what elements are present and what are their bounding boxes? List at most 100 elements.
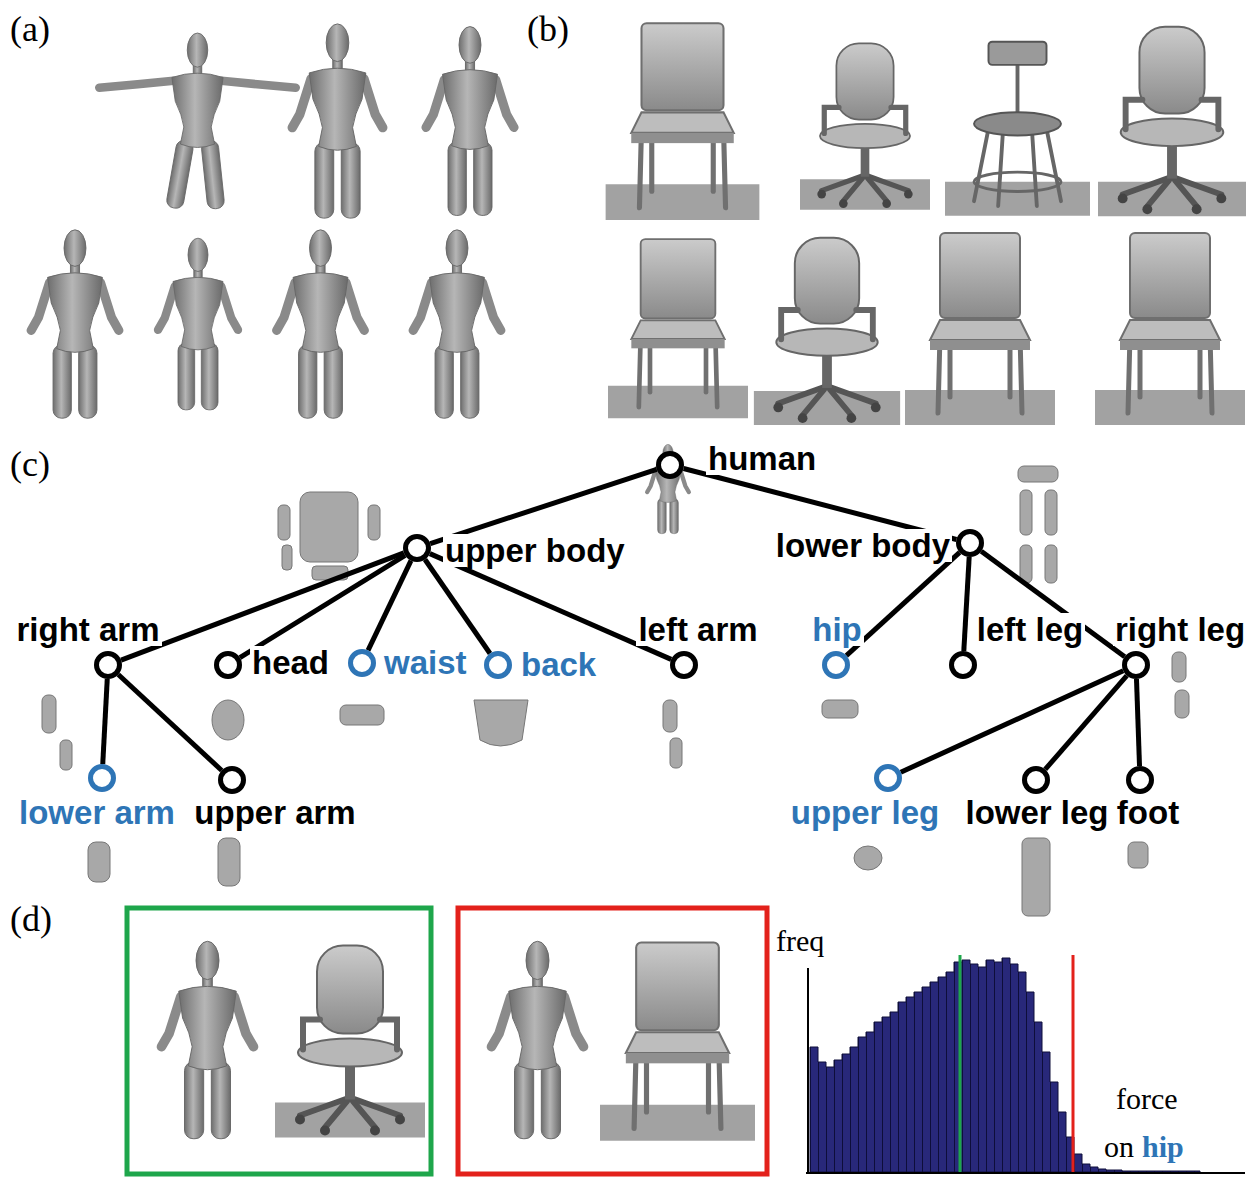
tree-edge	[118, 675, 221, 771]
good-pair-frame	[127, 908, 431, 1174]
tree-node: left leg	[949, 651, 977, 679]
tree-edge	[240, 555, 405, 657]
left-arm-part	[663, 700, 677, 732]
hip-part	[822, 700, 858, 718]
mannequin	[162, 941, 254, 1138]
node-label: upper body	[443, 534, 627, 567]
tree-node: lower arm	[88, 764, 116, 792]
tree-node: lower leg	[1022, 766, 1050, 794]
tree-node: human	[656, 451, 684, 479]
node-label: lower leg	[963, 796, 1110, 829]
mannequin	[492, 941, 584, 1138]
upper-arm-part	[218, 838, 240, 886]
node-label: upper arm	[192, 796, 357, 829]
node-label: upper leg	[789, 796, 942, 829]
tree-edge	[368, 561, 411, 651]
bad-marker-line	[1072, 955, 1075, 1172]
waist-part	[340, 705, 384, 725]
head-part	[212, 700, 244, 740]
back-part	[474, 700, 528, 746]
lower-leg-part	[1022, 838, 1050, 916]
tree-edge	[964, 557, 969, 651]
node-label: foot	[1115, 796, 1181, 829]
mannequin	[292, 24, 383, 218]
left-arm-part	[670, 738, 682, 768]
human-part-picture	[647, 444, 689, 533]
lower-body-part	[1018, 466, 1058, 482]
tree-node: waist	[348, 649, 376, 677]
right-leg-part	[1175, 690, 1189, 718]
y-axis	[807, 968, 809, 1173]
chair-scan	[275, 946, 425, 1138]
upper-body-part	[368, 505, 380, 540]
mannequin	[31, 230, 119, 418]
tree-edge	[1045, 676, 1127, 770]
foot-part	[1128, 842, 1148, 868]
tree-edge	[103, 679, 108, 764]
node-label: waist	[382, 646, 469, 679]
chair-scans	[606, 23, 1246, 425]
tree-node: right arm	[94, 651, 122, 679]
tree-node: head	[214, 651, 242, 679]
chair-scan	[1095, 233, 1245, 425]
x-axis	[806, 1172, 1245, 1174]
tree-node: lower body	[956, 529, 984, 557]
lower-body-part	[1045, 490, 1057, 535]
panel-label: (d)	[10, 898, 52, 940]
upper-leg-part	[854, 846, 882, 870]
mannequin	[426, 27, 514, 216]
axis-label: freq	[776, 924, 824, 958]
node-label: human	[706, 442, 818, 475]
panel-label: (c)	[10, 443, 50, 485]
tree-node: upper leg	[874, 764, 902, 792]
lower-body-part	[1020, 490, 1032, 535]
good-marker-line	[959, 955, 962, 1172]
tree-node: upper arm	[218, 766, 246, 794]
mannequin	[413, 230, 501, 418]
chair-scan	[754, 238, 900, 425]
mannequin	[158, 238, 238, 410]
node-label: left leg	[975, 613, 1085, 646]
axis-label: on	[1104, 1130, 1134, 1164]
node-label: head	[250, 646, 331, 679]
chair-scan	[606, 23, 760, 220]
pose-chair-pairs	[127, 908, 767, 1174]
upper-body-part	[282, 545, 292, 570]
tree-node: upper body	[403, 534, 431, 562]
panel-label: (b)	[527, 8, 569, 50]
tree-edge	[430, 554, 671, 660]
tree-node: right leg	[1122, 651, 1150, 679]
chair-scan	[608, 239, 748, 418]
node-label: hip	[810, 613, 863, 646]
right-arm-part	[42, 695, 56, 733]
node-label: left arm	[636, 613, 759, 646]
part-pictures	[42, 444, 1189, 916]
bad-pair-frame	[458, 908, 767, 1174]
lower-arm-part	[88, 842, 110, 882]
histogram-bars	[810, 958, 1200, 1172]
node-label: right arm	[14, 613, 161, 646]
node-label: right leg	[1113, 613, 1247, 646]
lower-body-part	[1020, 545, 1032, 583]
human-poses	[31, 24, 514, 418]
upper-body-part	[278, 505, 290, 540]
chair-scan	[945, 42, 1090, 216]
right-leg-part	[1172, 652, 1186, 682]
force-histogram	[806, 955, 1245, 1173]
tree-node: hip	[822, 651, 850, 679]
node-label: lower arm	[17, 796, 177, 829]
lower-body-part	[1045, 545, 1057, 583]
mannequin	[277, 230, 365, 418]
chair-scan	[1098, 27, 1246, 216]
tree-node: back	[484, 651, 512, 679]
mannequin	[99, 33, 295, 209]
tree-edge	[430, 469, 656, 543]
upper-body-part	[300, 492, 358, 562]
chair-scan	[800, 43, 930, 209]
axis-label: force	[1116, 1082, 1178, 1116]
node-label: lower body	[774, 529, 952, 562]
chair-scan	[600, 942, 755, 1140]
